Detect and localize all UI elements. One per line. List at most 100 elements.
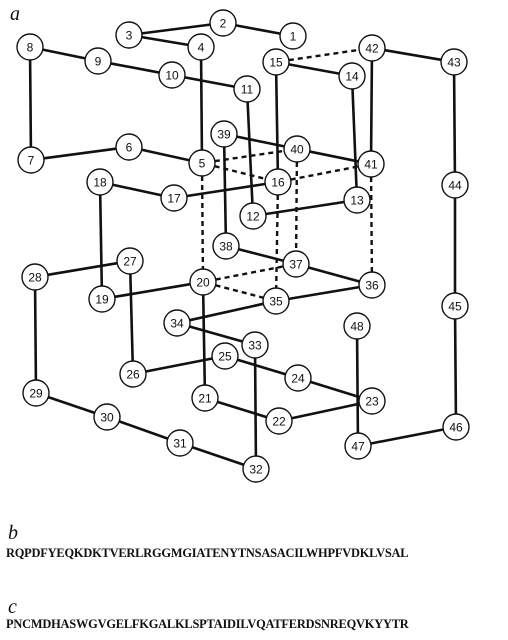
residue-label: 22: [272, 415, 286, 429]
residue-circle: [115, 133, 143, 161]
bond-7-8: [28, 59, 33, 148]
residue-node-41: 41: [357, 150, 385, 178]
residue-node-18: 18: [86, 168, 114, 196]
residue-label: 13: [350, 194, 364, 208]
contact-20-37: [215, 265, 284, 281]
residue-label: 3: [126, 29, 133, 43]
contact-16-35: [275, 194, 279, 289]
bond-23-24: [310, 380, 360, 399]
residue-node-39: 39: [210, 120, 238, 148]
panel-label-a: a: [10, 3, 20, 25]
residue-node-5: 5: [188, 149, 216, 177]
bond-6-7: [43, 147, 117, 160]
residue-label: 30: [100, 411, 114, 425]
residue-label: 2: [220, 17, 227, 31]
residue-circle: [358, 271, 386, 299]
residue-node-24: 24: [284, 364, 312, 392]
bond-36-37: [308, 266, 360, 283]
residue-node-1: 1: [279, 22, 307, 50]
residue-label: 7: [28, 154, 35, 168]
residue-label: 10: [165, 69, 179, 83]
residue-node-14: 14: [338, 62, 366, 90]
residue-node-6: 6: [115, 133, 143, 161]
residue-circle: [21, 263, 49, 291]
residue-node-17: 17: [160, 184, 188, 212]
bond-2-3: [141, 23, 211, 35]
residue-node-46: 46: [442, 413, 470, 441]
residue-label: 23: [365, 395, 379, 409]
residue-label: 31: [173, 437, 187, 451]
residue-node-3: 3: [115, 21, 143, 49]
residue-label: 33: [248, 339, 262, 353]
residue-circle: [115, 21, 143, 49]
residue-circle: [16, 33, 44, 61]
residue-node-27: 27: [116, 247, 144, 275]
residue-label: 35: [269, 295, 283, 309]
residue-circle: [441, 292, 469, 320]
residue-circle: [160, 184, 188, 212]
residue-circle: [338, 62, 366, 90]
residue-label: 39: [217, 128, 231, 142]
residue-circle: [211, 342, 239, 370]
residue-label: 42: [365, 42, 379, 56]
residue-node-16: 16: [264, 168, 292, 196]
residue-label: 45: [448, 300, 462, 314]
residue-node-44: 44: [441, 171, 469, 199]
residue-label: 44: [448, 179, 462, 193]
bond-17-18: [112, 183, 162, 197]
residue-node-22: 22: [265, 407, 293, 435]
panel-label-c: c: [8, 596, 17, 618]
residue-node-2: 2: [209, 9, 237, 37]
residue-circle: [241, 331, 269, 359]
residue-node-26: 26: [119, 360, 147, 388]
bond-3-4: [141, 35, 189, 47]
residue-label: 6: [126, 141, 133, 155]
contact-40-37: [294, 161, 299, 252]
residue-circle: [209, 9, 237, 37]
residue-circle: [343, 186, 371, 214]
residue-label: 28: [28, 271, 42, 285]
bond-34-35: [189, 302, 264, 322]
residue-label: 34: [170, 317, 184, 331]
residue-label: 8: [27, 41, 34, 55]
residue-node-19: 19: [88, 285, 116, 313]
residue-label: 46: [449, 421, 463, 435]
residue-label: 5: [199, 157, 206, 171]
residue-node-28: 28: [21, 263, 49, 291]
residue-label: 15: [269, 56, 283, 70]
bond-32-33: [253, 357, 258, 457]
residue-label: 47: [351, 440, 365, 454]
contact-5-16: [214, 164, 266, 181]
residue-label: 43: [447, 56, 461, 70]
residue-label: 26: [126, 368, 140, 382]
residue-node-40: 40: [283, 135, 311, 163]
residue-label: 36: [365, 279, 379, 293]
bond-47-48: [355, 338, 360, 434]
bond-39-40: [236, 135, 285, 148]
residue-circle: [163, 309, 191, 337]
residue-circle: [233, 75, 261, 103]
residue-label: 18: [93, 176, 107, 190]
residue-circle: [119, 360, 147, 388]
bond-13-14: [351, 88, 358, 188]
residue-node-20: 20: [189, 268, 217, 296]
residue-circle: [22, 379, 50, 407]
residue-label: 12: [246, 210, 260, 224]
residue-label: 21: [198, 392, 212, 406]
residue-circle: [188, 149, 216, 177]
residue-node-42: 42: [358, 34, 386, 62]
residue-circle: [84, 47, 112, 75]
residue-circle: [279, 22, 307, 50]
residue-circle: [441, 171, 469, 199]
bond-24-25: [237, 358, 286, 376]
bond-4-5: [199, 59, 204, 151]
residue-label: 41: [364, 158, 378, 172]
residue-circle: [166, 429, 194, 457]
bond-43-44: [452, 74, 457, 173]
contact-20-35: [215, 284, 264, 299]
bond-21-22: [217, 400, 267, 419]
residue-circle: [282, 250, 310, 278]
residue-circle: [440, 48, 468, 76]
residue-node-48: 48: [343, 312, 371, 340]
